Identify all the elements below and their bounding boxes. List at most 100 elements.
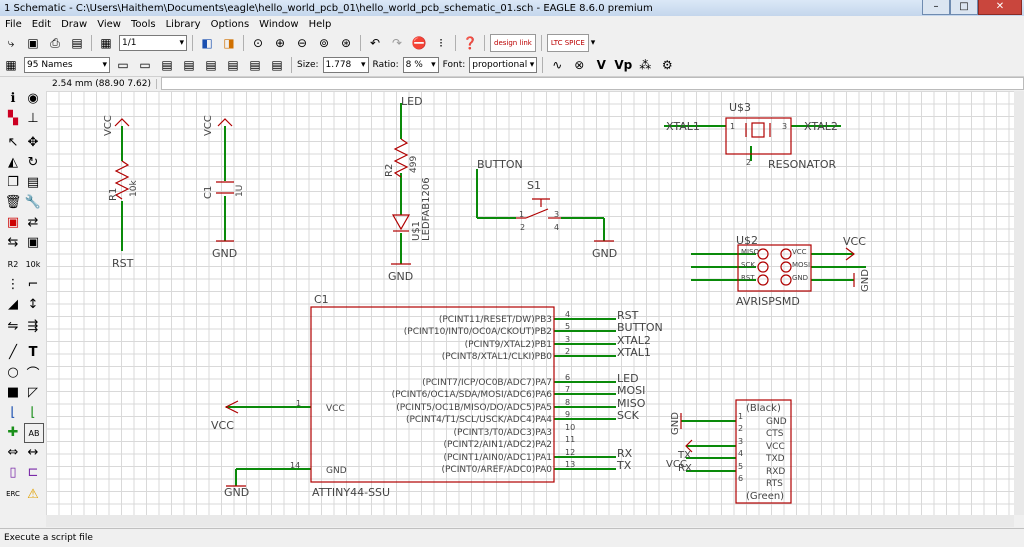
ic-vcc-pin-label: VCC bbox=[326, 404, 345, 414]
vcc-arrow-icon bbox=[224, 400, 239, 414]
mirror-icon[interactable]: ◭ bbox=[8, 154, 18, 170]
net-icon[interactable]: ⌊ bbox=[30, 404, 36, 420]
undo-icon[interactable]: ↶ bbox=[369, 36, 381, 50]
print-icon[interactable]: ⎙ bbox=[50, 35, 60, 50]
u3-pin: 1 bbox=[730, 122, 735, 131]
vertical-scrollbar[interactable] bbox=[1014, 91, 1024, 515]
align-icon[interactable]: ▤ bbox=[227, 58, 239, 72]
board-icon[interactable]: ◨ bbox=[223, 36, 235, 50]
paste-icon[interactable]: ▤ bbox=[26, 174, 40, 190]
help-icon[interactable]: ❓ bbox=[462, 36, 478, 50]
layer-select[interactable]: 95 Names▾ bbox=[24, 57, 110, 73]
add-icon[interactable]: ▣ bbox=[6, 214, 20, 230]
grid-icon[interactable]: ▦ bbox=[5, 58, 17, 72]
menu-window[interactable]: Window bbox=[259, 18, 299, 30]
miter-icon[interactable]: ⌐ bbox=[27, 276, 39, 292]
voltage-probe-button[interactable]: V bbox=[596, 58, 606, 72]
arc-icon[interactable]: ⌒ bbox=[26, 366, 40, 382]
zoom-redraw-icon[interactable]: ⊚ bbox=[318, 36, 330, 50]
wave-icon[interactable]: ∿ bbox=[552, 58, 563, 72]
info-icon[interactable]: ℹ bbox=[10, 90, 16, 106]
bus-icon[interactable]: ⌊ bbox=[10, 404, 16, 420]
swap-icon[interactable]: ⇆ bbox=[7, 234, 19, 250]
ratio-select[interactable]: 8 %▾ bbox=[402, 57, 439, 73]
rectangle-icon[interactable]: ■ bbox=[6, 384, 20, 400]
menu-options[interactable]: Options bbox=[210, 18, 250, 30]
minimize-button[interactable]: – bbox=[922, 0, 950, 15]
erc-icon[interactable]: ERC bbox=[6, 490, 20, 498]
c1-value: 1U bbox=[235, 185, 245, 197]
go-icon[interactable]: ⁝ bbox=[439, 36, 443, 50]
schematic-canvas[interactable]: VCC R1 10k RST VCC C1 1U GND LED R2 499 … bbox=[46, 91, 1014, 515]
split-icon[interactable]: ◢ bbox=[8, 296, 18, 312]
wrench-icon[interactable]: 🔧 bbox=[24, 194, 42, 210]
close-button[interactable]: ✕ bbox=[978, 0, 1022, 15]
text-icon[interactable]: T bbox=[28, 344, 38, 360]
maximize-button[interactable]: □ bbox=[950, 0, 978, 15]
move-all-icon[interactable]: ✥ bbox=[27, 134, 39, 150]
circle-icon[interactable]: ○ bbox=[7, 364, 19, 380]
design-link-button[interactable]: design link bbox=[490, 34, 536, 52]
u1-name: U$1 bbox=[411, 221, 422, 241]
menu-file[interactable]: File bbox=[5, 18, 22, 30]
text-align-icon[interactable]: ▭ bbox=[139, 58, 151, 72]
zoom-out-icon[interactable]: ⊖ bbox=[296, 36, 308, 50]
attribute-icon[interactable]: ⇔ bbox=[7, 444, 19, 460]
show-icon[interactable]: ◉ bbox=[27, 90, 39, 106]
zoom-in-icon[interactable]: ⊕ bbox=[274, 36, 286, 50]
cam-icon[interactable]: ▤ bbox=[71, 36, 83, 50]
sheet-select[interactable]: 1/1▾ bbox=[119, 35, 187, 51]
schematic-icon[interactable]: ◧ bbox=[201, 36, 213, 50]
voltage-phase-button[interactable]: Vp bbox=[614, 58, 633, 72]
dimension-icon[interactable]: ↔ bbox=[27, 444, 39, 460]
module-icon[interactable]: ▯ bbox=[9, 464, 17, 480]
command-input[interactable] bbox=[161, 77, 1024, 90]
delete-icon[interactable]: 🗑 bbox=[4, 194, 22, 210]
line-icon[interactable]: ╱ bbox=[9, 344, 17, 360]
probe-icon[interactable]: ⊗ bbox=[574, 58, 585, 72]
redo-icon[interactable]: ↷ bbox=[391, 36, 403, 50]
menu-help[interactable]: Help bbox=[308, 18, 332, 30]
stop-icon[interactable]: ⛔ bbox=[411, 36, 427, 50]
rotate-icon[interactable]: ↻ bbox=[27, 154, 39, 170]
align-icon[interactable]: ▤ bbox=[161, 58, 173, 72]
menu-draw[interactable]: Draw bbox=[61, 18, 88, 30]
polygon-icon[interactable]: ◸ bbox=[28, 384, 38, 400]
zoom-select-icon[interactable]: ⊛ bbox=[340, 36, 352, 50]
chevron-down-icon[interactable]: ▾ bbox=[590, 38, 596, 48]
align-icon[interactable]: ▤ bbox=[205, 58, 217, 72]
warning-icon[interactable]: ⚠ bbox=[27, 486, 39, 502]
gear-icon[interactable]: ⚙ bbox=[661, 58, 673, 72]
menu-library[interactable]: Library bbox=[165, 18, 201, 30]
text-ab-icon[interactable]: ▭ bbox=[117, 58, 129, 72]
ltspice-button[interactable]: LTC SPICE bbox=[546, 34, 589, 52]
menu-edit[interactable]: Edit bbox=[31, 18, 52, 30]
save-icon[interactable]: ▣ bbox=[27, 36, 39, 50]
horizontal-scrollbar[interactable] bbox=[46, 515, 1014, 527]
pin-swap-icon[interactable]: ⇋ bbox=[7, 318, 19, 334]
menu-tools[interactable]: Tools bbox=[130, 18, 156, 30]
display-icon[interactable]: ▚ bbox=[8, 110, 18, 126]
label-icon[interactable]: AB bbox=[24, 423, 44, 443]
size-select[interactable]: 1.778▾ bbox=[322, 57, 369, 73]
mark-icon[interactable]: ⊥ bbox=[27, 110, 39, 126]
junction-icon[interactable]: ✚ bbox=[7, 424, 19, 440]
menu-view[interactable]: View bbox=[97, 18, 121, 30]
align-icon[interactable]: ▤ bbox=[249, 58, 261, 72]
copy-icon[interactable]: ❐ bbox=[7, 174, 19, 190]
port-icon[interactable]: ⊏ bbox=[27, 464, 39, 480]
invoke-icon[interactable]: ▣ bbox=[26, 234, 40, 250]
gate-swap-icon[interactable]: ⇶ bbox=[27, 318, 39, 334]
open-icon[interactable]: ⤷ bbox=[7, 35, 15, 50]
optimize-icon[interactable]: ↕ bbox=[27, 296, 39, 312]
name-icon[interactable]: R2 bbox=[7, 259, 19, 269]
network-icon[interactable]: ⁂ bbox=[639, 58, 652, 72]
zoom-fit-icon[interactable]: ⊙ bbox=[252, 36, 264, 50]
align-icon[interactable]: ▤ bbox=[271, 58, 283, 72]
font-select[interactable]: proportional▾ bbox=[469, 57, 538, 73]
value-icon[interactable]: 10k bbox=[25, 259, 41, 269]
move-icon[interactable]: ↖ bbox=[7, 134, 19, 150]
replace-icon[interactable]: ⇄ bbox=[27, 214, 39, 230]
align-icon[interactable]: ▤ bbox=[183, 58, 195, 72]
smash-icon[interactable]: ⋮ bbox=[6, 276, 20, 292]
